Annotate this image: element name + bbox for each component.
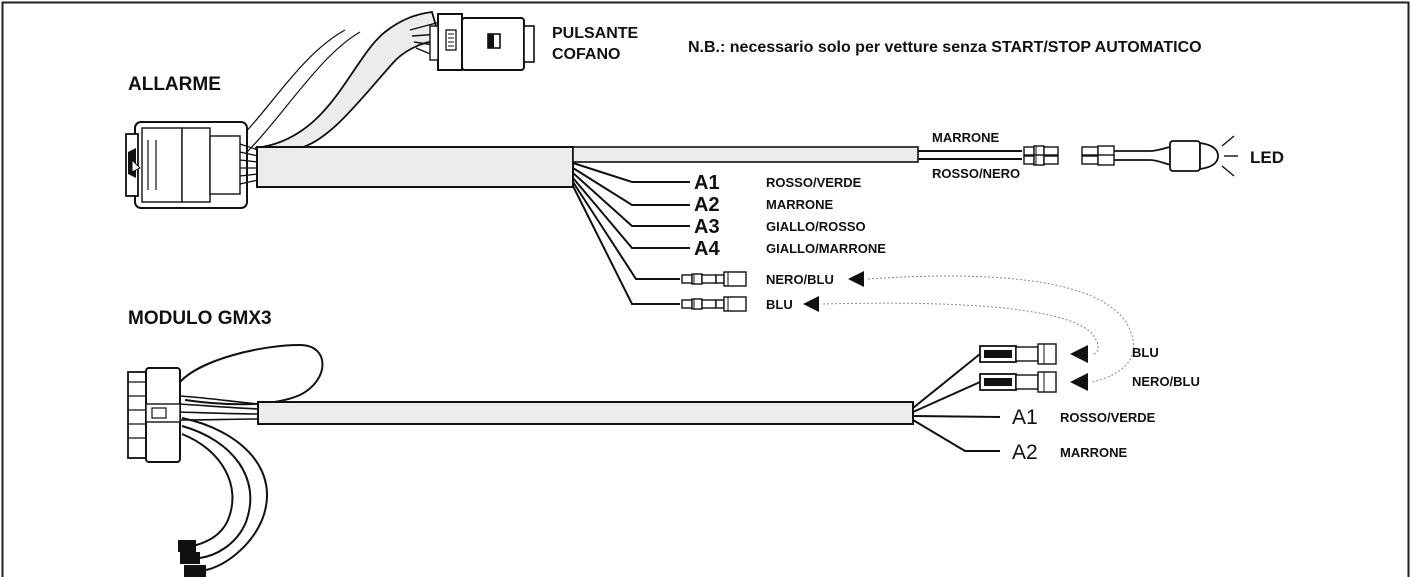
- hood-button-connector: [429, 13, 535, 71]
- alarm-fanout-wires: [572, 162, 690, 305]
- hood-button-label-2: COFANO: [552, 46, 620, 63]
- module-loop-wire: [179, 343, 324, 406]
- alarm-wire-labels: A1 ROSSO/VERDE A2 MARRONE A3 GIALLO/ROSSO A4 GI…: [694, 172, 886, 260]
- module-connector: [127, 367, 181, 463]
- module-wire-labels: A1 ROSSO/VERDE A2 MARRONE: [1012, 406, 1156, 464]
- module-pin-label: A2: [1012, 441, 1038, 464]
- alarm-pin-label: A1: [694, 172, 720, 194]
- section-title-allarme: ALLARME: [128, 74, 221, 95]
- arrow-icon: [848, 271, 864, 287]
- note-text: N.B.: necessario solo per vetture senza …: [688, 39, 1202, 56]
- alarm-pin-label: A2: [694, 194, 720, 216]
- arrow-icon: [1070, 345, 1088, 363]
- led-branch-sleeve: [572, 146, 919, 163]
- alarm-connector-label-2: BLU: [766, 297, 793, 312]
- wire-end-terminals: [178, 540, 206, 577]
- led-wires: [918, 145, 1179, 167]
- hood-branch: [232, 11, 442, 166]
- alarm-pin-label: A3: [694, 216, 720, 238]
- hood-button-label-1: PULSANTE: [552, 25, 639, 42]
- alarm-connector-label-1: NERO/BLU: [766, 272, 834, 287]
- section-title-modulo: MODULO GMX3: [128, 308, 272, 329]
- arrow-icon: [1070, 373, 1088, 391]
- module-term-blu: [979, 343, 1057, 365]
- module-pin-label: A1: [1012, 406, 1038, 429]
- alarm-connector: [125, 121, 259, 209]
- link-dotted-lines: [822, 275, 1135, 383]
- module-harness-sleeve: [257, 401, 914, 425]
- led-label: LED: [1250, 148, 1284, 167]
- module-term-nero-blu: [979, 371, 1057, 393]
- module-connector-label-2: NERO/BLU: [1132, 374, 1200, 389]
- alarm-term-blu: [681, 296, 747, 312]
- alarm-wire-color: GIALLO/MARRONE: [766, 241, 886, 256]
- module-wire-color: ROSSO/VERDE: [1060, 410, 1156, 425]
- alarm-harness-sleeve: [256, 146, 574, 188]
- led-wire-label-bottom: ROSSO/NERO: [932, 166, 1020, 181]
- alarm-wire-color: MARRONE: [766, 197, 833, 212]
- module-wire-color: MARRONE: [1060, 445, 1127, 460]
- module-connector-label-1: BLU: [1132, 345, 1159, 360]
- alarm-pin-label: A4: [694, 238, 720, 260]
- alarm-wire-color: ROSSO/VERDE: [766, 175, 862, 190]
- alarm-wire-color: GIALLO/ROSSO: [766, 219, 866, 234]
- module-fanout-wires: [912, 353, 1001, 452]
- alarm-term-nero-blu: [681, 271, 747, 287]
- module-connector-wires: [179, 395, 259, 421]
- arrow-icon: [803, 296, 819, 312]
- led-wire-label-top: MARRONE: [932, 130, 999, 145]
- led-icon: [1169, 135, 1238, 177]
- module-hanging-wires: [181, 417, 268, 571]
